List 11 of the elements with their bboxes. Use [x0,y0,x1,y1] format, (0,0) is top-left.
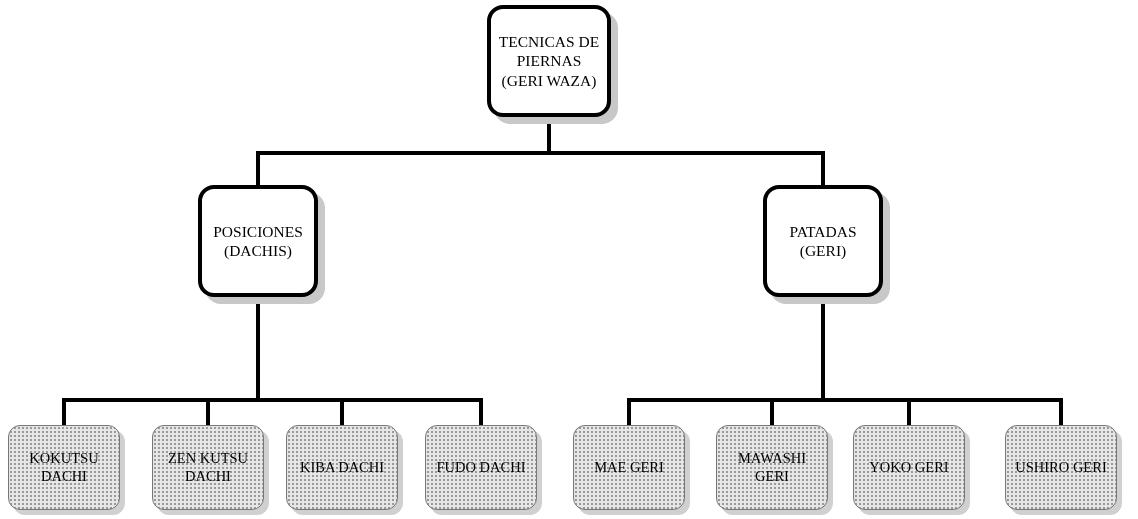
node-label: KIBA DACHI [298,458,386,477]
node-label: MAE GERI [593,458,665,477]
node-label: TECNICAS DE PIERNAS (GERI WAZA) [497,31,601,91]
node-label: KOKUTSU DACHI [28,450,100,485]
node-label: PATADAS (GERI) [788,221,858,261]
node-label: FUDO DACHI [435,458,527,477]
node-label: ZEN KUTSU DACHI [166,450,250,485]
node-label: USHIRO GERI [1014,458,1108,477]
node-label: YOKO GERI [868,458,950,477]
node-label: POSICIONES (DACHIS) [212,221,304,261]
node-label: MAWASHI GERI [736,450,808,485]
